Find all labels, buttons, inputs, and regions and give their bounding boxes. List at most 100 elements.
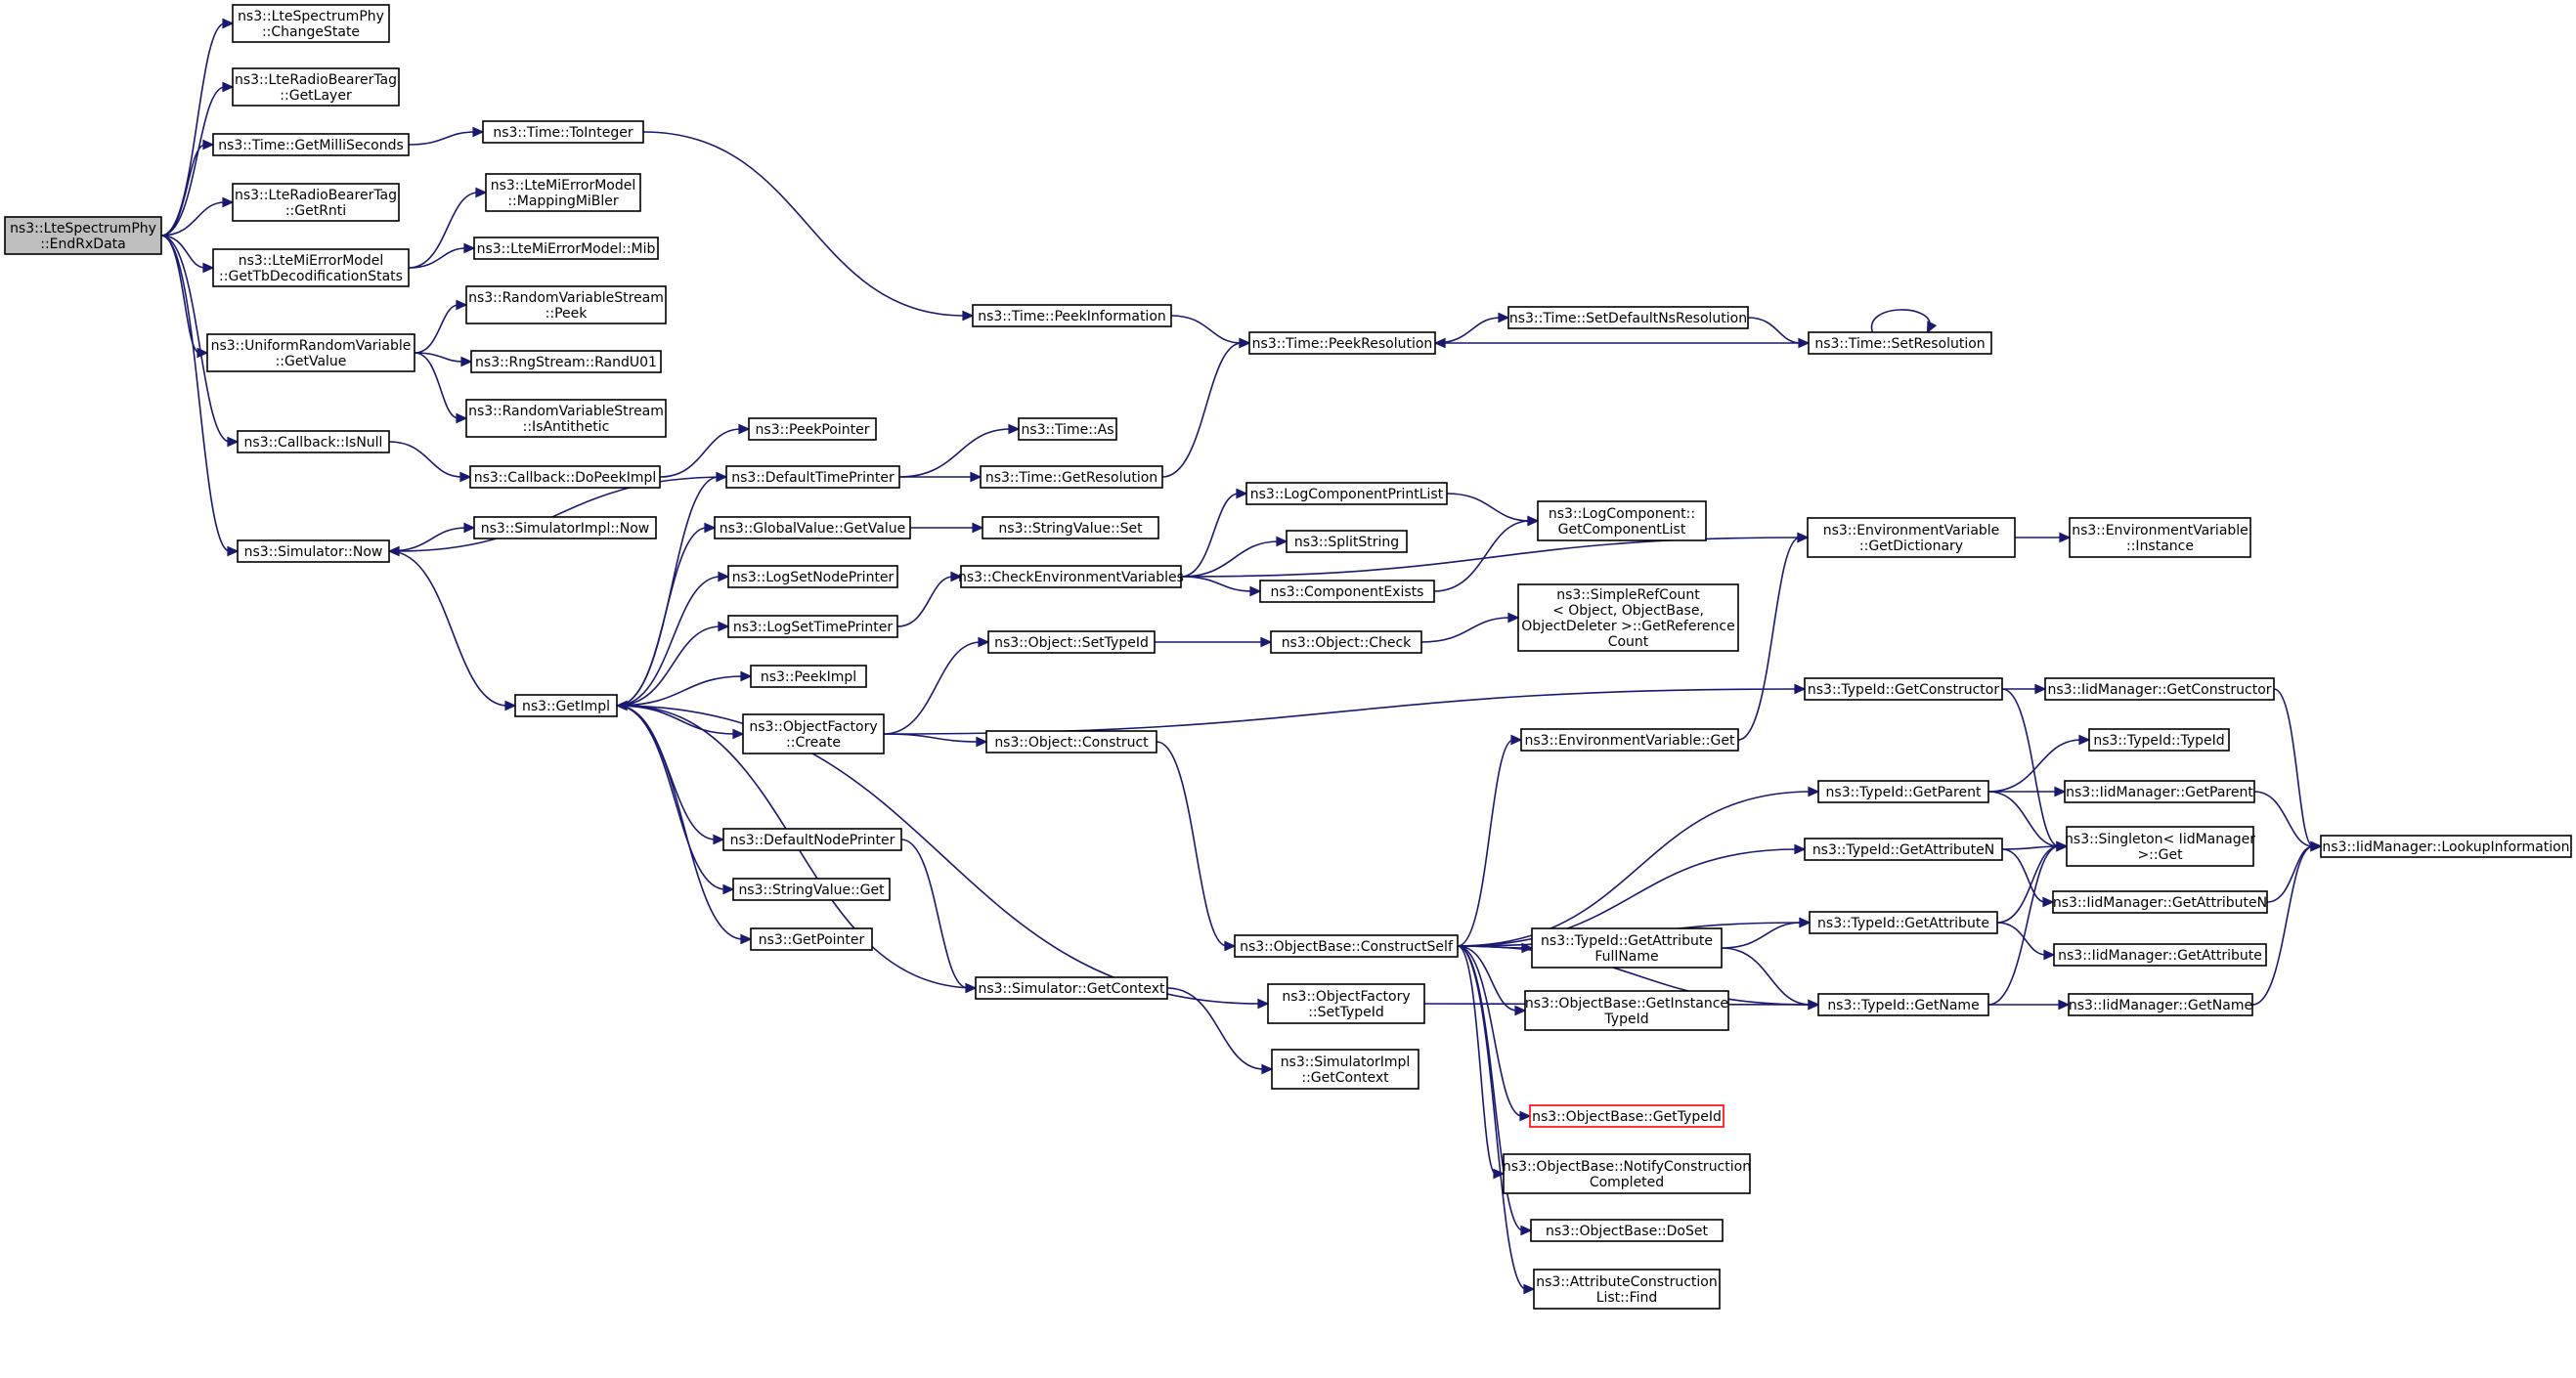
node-box	[473, 516, 657, 539]
edge-line	[1433, 520, 1531, 592]
node-rvspeek[interactable]: ns3::RandomVariableStream::Peek	[465, 285, 667, 324]
node-objsettypeid[interactable]: ns3::Object::SetTypeId	[987, 630, 1156, 654]
edge-line	[1996, 845, 2060, 924]
node-defaultnodeprinter[interactable]: ns3::DefaultNodePrinter	[722, 828, 902, 851]
node-getpointer[interactable]: ns3::GetPointer	[750, 927, 873, 951]
node-iidgetname[interactable]: ns3::IidManager::GetName	[2068, 993, 2253, 1016]
node-getrnti[interactable]: ns3::LteRadioBearerTag::GetRnti	[232, 183, 400, 222]
edge-defaulttimeprinter-to-timegetresolution	[899, 471, 982, 483]
node-iidgetattributen[interactable]: ns3::IidManager::GetAttributeN	[2052, 890, 2268, 914]
node-stringvalueset[interactable]: ns3::StringValue::Set	[982, 516, 1159, 539]
node-objbasedoset[interactable]: ns3::ObjectBase::DoSet	[1530, 1219, 1724, 1242]
node-objfactorycreate[interactable]: ns3::ObjectFactory::Create	[742, 713, 885, 754]
node-getmilli[interactable]: ns3::Time::GetMilliSeconds	[212, 133, 410, 156]
node-defaulttimeprinter[interactable]: ns3::DefaultTimePrinter	[725, 465, 900, 489]
node-objconstruct[interactable]: ns3::Object::Construct	[985, 730, 1157, 754]
node-mappingmibler[interactable]: ns3::LteMiErrorModel::MappingMiBler	[485, 173, 641, 212]
node-simnow[interactable]: ns3::Simulator::Now	[237, 539, 390, 563]
node-logsettimeprinter[interactable]: ns3::LogSetTimePrinter	[727, 615, 898, 638]
node-peekresolution[interactable]: ns3::Time::PeekResolution	[1248, 331, 1436, 355]
node-urvgetvalue[interactable]: ns3::UniformRandomVariable::GetValue	[206, 333, 415, 372]
edge-line	[1180, 537, 1801, 578]
node-peekinformation[interactable]: ns3::Time::PeekInformation	[972, 304, 1172, 327]
node-typeidgetconstructor[interactable]: ns3::TypeId::GetConstructor	[1804, 677, 2003, 701]
node-box	[1531, 927, 1723, 969]
node-globalvaluegetvalue[interactable]: ns3::GlobalValue::GetValue	[714, 516, 911, 539]
node-envinstance[interactable]: ns3::EnvironmentVariable::Instance	[2069, 517, 2251, 558]
node-tointeger[interactable]: ns3::Time::ToInteger	[482, 120, 644, 144]
edge-arrowhead	[227, 545, 240, 557]
edge-line	[408, 192, 479, 269]
node-singletonget[interactable]: ns3::Singleton< IidManager >::Get	[2065, 826, 2255, 867]
node-getcomponentlist[interactable]: ns3::LogComponent::GetComponentList	[1537, 500, 1707, 541]
node-box	[485, 173, 641, 212]
node-envgetdictionary[interactable]: ns3::EnvironmentVariable::GetDictionary	[1807, 517, 2016, 558]
node-timegetresolution[interactable]: ns3::Time::GetResolution	[980, 465, 1163, 489]
edge-line	[1170, 315, 1243, 344]
edge-line	[616, 705, 744, 940]
node-logsetnodeprinter[interactable]: ns3::LogSetNodePrinter	[727, 565, 898, 588]
node-typeidgetattributen[interactable]: ns3::TypeId::GetAttributeN	[1804, 838, 2003, 861]
node-isantithetic[interactable]: ns3::RandomVariableStream::IsAntithetic	[465, 399, 667, 438]
node-changestate[interactable]: ns3::LteSpectrumPhy::ChangeState	[232, 4, 390, 43]
edge-line	[1457, 739, 1514, 947]
node-box	[1267, 983, 1425, 1024]
node-peekpointer[interactable]: ns3::PeekPointer	[748, 417, 877, 441]
node-checkenvvars[interactable]: ns3::CheckEnvironmentVariables	[958, 565, 1184, 588]
edge-arrowhead	[1249, 585, 1262, 597]
node-notifyconstruction[interactable]: ns3::ObjectBase::NotifyConstructionCompl…	[1503, 1153, 1751, 1194]
node-box	[482, 120, 644, 144]
node-randu01[interactable]: ns3::RngStream::RandU01	[470, 350, 662, 373]
node-setresolution[interactable]: ns3::Time::SetResolution	[1808, 331, 1992, 355]
node-label: ns3::IidManager::GetName	[2069, 998, 2252, 1013]
node-typeidgetparent[interactable]: ns3::TypeId::GetParent	[1817, 780, 1989, 803]
node-simgetcontext[interactable]: ns3::Simulator::GetContext	[975, 976, 1168, 1000]
node-stringvalueget[interactable]: ns3::StringValue::Get	[732, 878, 891, 901]
node-mib[interactable]: ns3::LteMiErrorModel::Mib	[473, 237, 659, 260]
node-gettbdecod[interactable]: ns3::LteMiErrorModel::GetTbDecodificatio…	[212, 248, 410, 287]
node-logcompprintlist[interactable]: ns3::LogComponentPrintList	[1245, 482, 1448, 505]
node-typeidgetattribute[interactable]: ns3::TypeId::GetAttribute	[1809, 911, 1998, 934]
node-objcheck[interactable]: ns3::Object::Check	[1270, 630, 1422, 654]
node-simimplnow[interactable]: ns3::SimulatorImpl::Now	[473, 516, 657, 539]
node-envvarget[interactable]: ns3::EnvironmentVariable::Get	[1520, 728, 1739, 752]
edge-line	[659, 428, 742, 478]
node-simimplgetcontext[interactable]: ns3::SimulatorImpl::GetContext	[1271, 1049, 1419, 1090]
node-componentexists[interactable]: ns3::ComponentExists	[1259, 580, 1435, 603]
node-simplerefcount[interactable]: ns3::SimpleRefCount< Object, ObjectBase,…	[1517, 583, 1739, 652]
node-lookupinformation[interactable]: ns3::IidManager::LookupInformation	[2320, 835, 2572, 858]
node-iidgetattribute[interactable]: ns3::IidManager::GetAttribute	[2053, 943, 2267, 967]
node-box	[725, 465, 900, 489]
edge-line	[414, 352, 464, 363]
edge-line	[1721, 922, 1803, 949]
node-label: ns3::LogComponent::	[1549, 506, 1695, 522]
node-peekimpl[interactable]: ns3::PeekImpl	[750, 665, 867, 688]
node-iidgetconstructor[interactable]: ns3::IidManager::GetConstructor	[2044, 677, 2275, 701]
node-dopeekimpl[interactable]: ns3::Callback::DoPeekImpl	[469, 465, 661, 489]
node-typeidgetname[interactable]: ns3::TypeId::GetName	[1817, 993, 1989, 1016]
node-box	[972, 304, 1172, 327]
node-timeas[interactable]: ns3::Time::As	[1018, 417, 1117, 441]
edge-arrowhead	[1797, 532, 1810, 543]
node-getlayer[interactable]: ns3::LteRadioBearerTag::GetLayer	[232, 67, 400, 107]
edge-line	[642, 131, 966, 317]
node-endrx[interactable]: ns3::LteSpectrumPhy::EndRxData	[4, 216, 162, 255]
node-setdefaultnsres[interactable]: ns3::Time::SetDefaultNsResolution	[1507, 306, 1749, 329]
node-getimpl[interactable]: ns3::GetImpl	[514, 694, 618, 717]
node-label: ns3::Object::SetTypeId	[994, 635, 1149, 651]
node-iidgetparent[interactable]: ns3::IidManager::GetParent	[2064, 780, 2255, 803]
node-label: ::Instance	[2126, 538, 2194, 554]
edge-envgetdictionary-to-envinstance	[2014, 532, 2072, 543]
node-label: ::GetRnti	[285, 203, 346, 219]
node-label: List::Find	[1596, 1290, 1658, 1306]
node-box	[2320, 835, 2572, 858]
node-objbasegettypeid[interactable]: ns3::ObjectBase::GetTypeId	[1529, 1104, 1725, 1128]
node-typeidtypeid[interactable]: ns3::TypeId::TypeId	[2088, 728, 2230, 752]
node-splitstring[interactable]: ns3::SplitString	[1286, 530, 1408, 553]
node-objbaseconstructself[interactable]: ns3::ObjectBase::ConstructSelf	[1234, 934, 1459, 958]
node-cbisnull[interactable]: ns3::Callback::IsNull	[237, 430, 390, 453]
node-objfactorysettypeid[interactable]: ns3::ObjectFactory::SetTypeId	[1267, 983, 1425, 1024]
